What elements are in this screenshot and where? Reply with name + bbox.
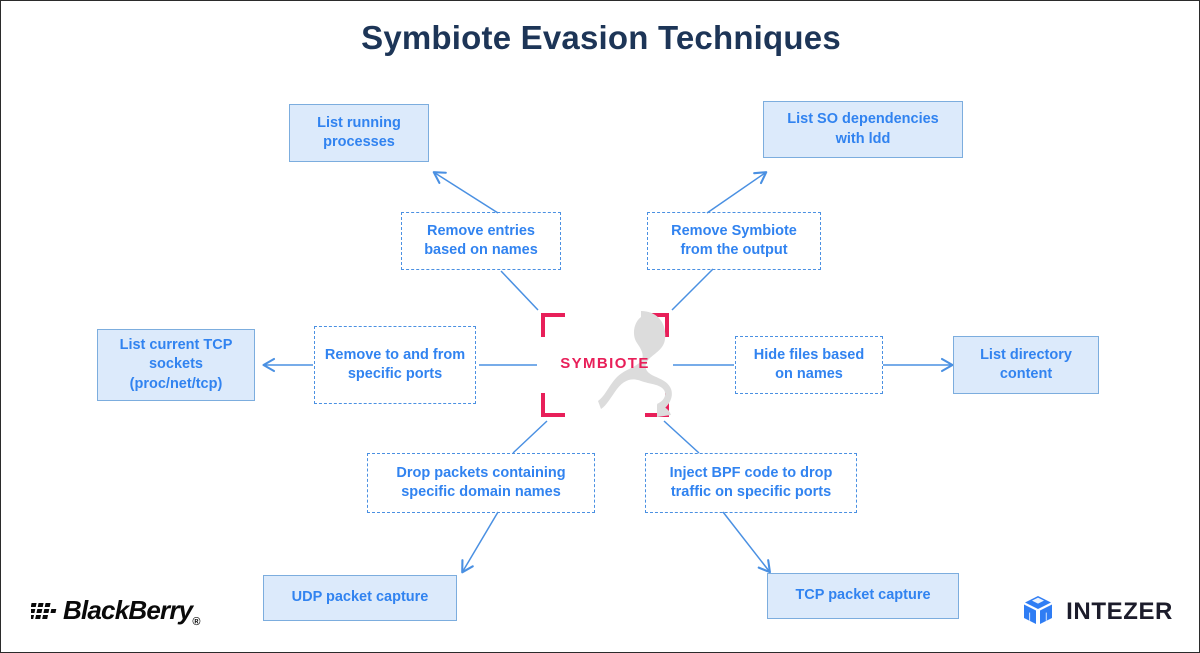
blackberry-name: BlackBerry <box>63 595 193 626</box>
technique-list-current-tcp-sockets[interactable]: List current TCP sockets (proc/net/tcp) <box>97 329 255 401</box>
symbiote-center-emblem: SYMBIOTE <box>541 311 672 417</box>
evasion-remove-entries-based-on-names[interactable]: Remove entries based on names <box>401 212 561 270</box>
technique-list-so-dependencies-with-ldd[interactable]: List SO dependencies with ldd <box>763 101 963 158</box>
blackberry-wordmark: BlackBerry® <box>63 595 200 628</box>
evasion-remove-to-and-from-specific-ports[interactable]: Remove to and from specific ports <box>314 326 476 404</box>
intezer-wordmark: INTEZER <box>1066 598 1173 625</box>
intezer-cube-icon <box>1024 596 1053 624</box>
symbiote-label: SYMBIOTE <box>560 355 650 372</box>
page-title: Symbiote Evasion Techniques <box>361 19 841 56</box>
registered-mark: ® <box>192 616 200 629</box>
evasion-remove-symbiote-from-the-output[interactable]: Remove Symbiote from the output <box>647 212 821 270</box>
evasion-drop-packets-containing-specific-domain-names[interactable]: Drop packets containing specific domain … <box>367 453 595 513</box>
symbiote-creature-icon <box>598 311 672 417</box>
bracket-top-right-icon <box>645 313 669 337</box>
technique-udp-packet-capture[interactable]: UDP packet capture <box>263 575 457 621</box>
bracket-top-left-icon <box>541 313 565 337</box>
technique-list-running-processes[interactable]: List running processes <box>289 104 429 162</box>
intezer-logo: INTEZER <box>1020 593 1173 631</box>
blackberry-dots-icon <box>31 603 57 619</box>
evasion-hide-files-based-on-names[interactable]: Hide files based on names <box>735 336 883 394</box>
bracket-bottom-left-icon <box>541 393 565 417</box>
evasion-inject-bpf-code-to-drop-traffic-on-specific-ports[interactable]: Inject BPF code to drop traffic on speci… <box>645 453 857 513</box>
blackberry-logo: BlackBerry® <box>31 595 200 629</box>
technique-list-directory-content[interactable]: List directory content <box>953 336 1099 394</box>
technique-tcp-packet-capture[interactable]: TCP packet capture <box>767 573 959 619</box>
